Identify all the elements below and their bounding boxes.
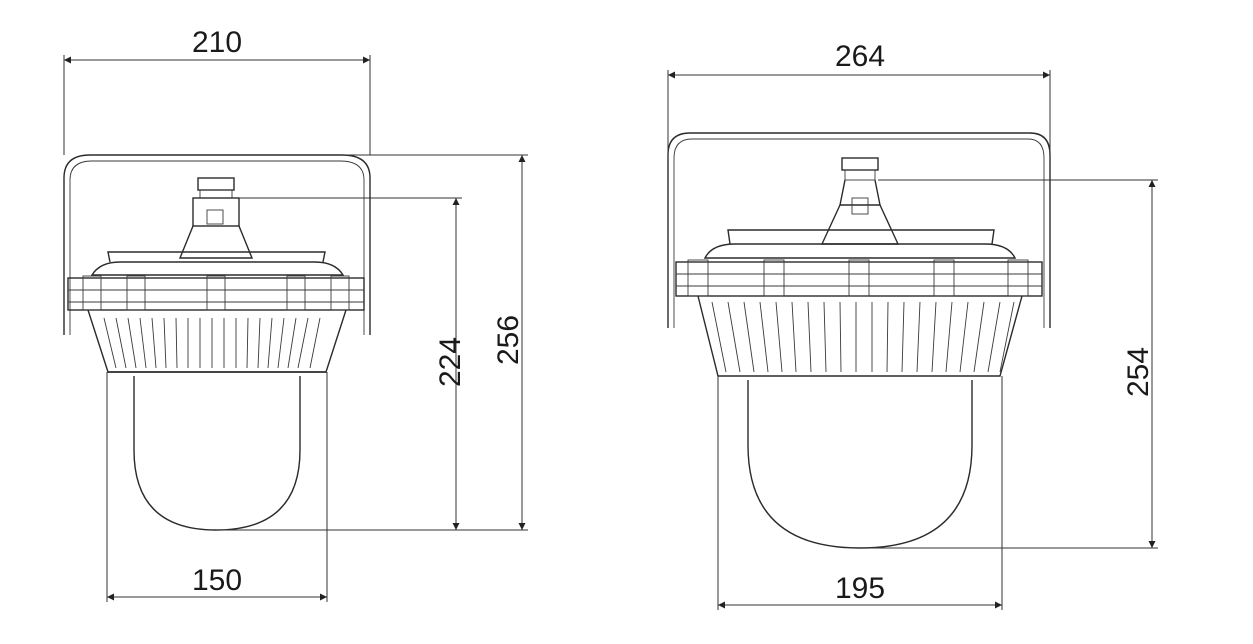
dim-left-height-outer: 256 bbox=[492, 315, 525, 365]
left-dimensions: 210 150 224 256 bbox=[63, 26, 528, 602]
dim-right-height: 254 bbox=[1122, 347, 1155, 397]
right-cover bbox=[727, 229, 995, 245]
left-flange bbox=[67, 277, 365, 311]
dim-left-width-bottom: 150 bbox=[192, 564, 242, 597]
dim-right-width-bottom: 195 bbox=[835, 572, 885, 605]
dim-left-width-top: 210 bbox=[192, 26, 242, 59]
left-glass-globe bbox=[133, 376, 301, 531]
right-lamp-view bbox=[667, 132, 1051, 549]
left-lamp-view bbox=[63, 154, 371, 531]
right-heatsink bbox=[697, 295, 1023, 377]
right-dimensions: 264 195 254 bbox=[667, 40, 1158, 610]
dim-right-width-top: 264 bbox=[835, 40, 885, 73]
right-bracket bbox=[667, 132, 1051, 328]
dim-left-height-inner: 224 bbox=[434, 337, 467, 387]
left-cover bbox=[107, 251, 326, 263]
right-cable-gland bbox=[820, 157, 900, 245]
right-glass-globe bbox=[747, 380, 973, 549]
right-flange bbox=[675, 261, 1043, 297]
left-cable-gland bbox=[178, 177, 254, 259]
left-bracket bbox=[63, 154, 371, 335]
